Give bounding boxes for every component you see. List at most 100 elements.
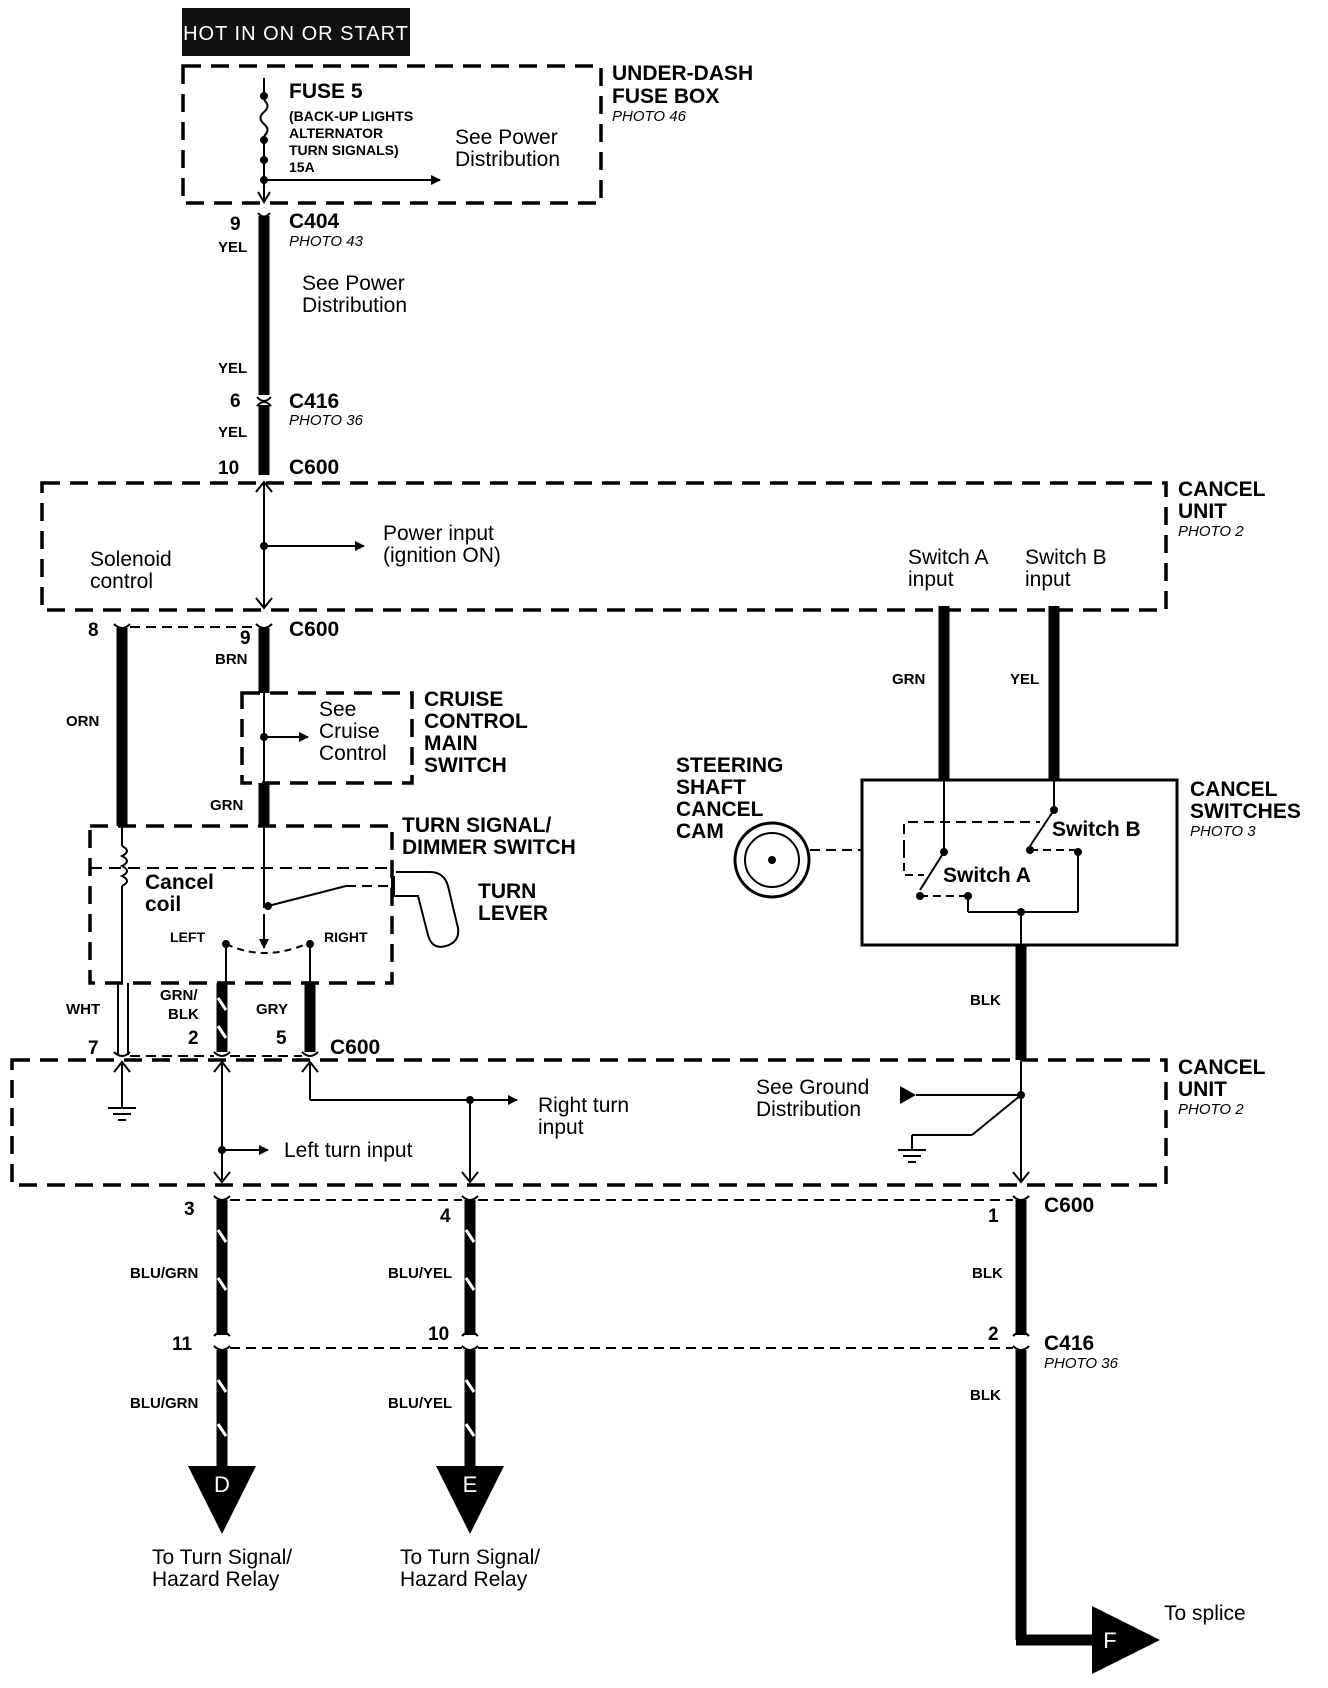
svg-text:TURN SIGNAL/: TURN SIGNAL/ <box>402 814 551 837</box>
svg-text:Switch A: Switch A <box>943 864 1031 887</box>
svg-text:MAIN: MAIN <box>424 732 478 755</box>
svg-text:See: See <box>319 698 356 721</box>
svg-text:C600: C600 <box>289 618 339 641</box>
svg-text:See Power: See Power <box>455 126 558 149</box>
svg-text:Power input: Power input <box>383 522 494 545</box>
blu-yel-wire: BLU/YEL BLU/YEL <box>388 1200 476 1472</box>
svg-text:Switch B: Switch B <box>1025 546 1107 569</box>
svg-text:STEERING: STEERING <box>676 754 783 777</box>
svg-text:BLK: BLK <box>972 1265 1003 1282</box>
turn-lever-icon: TURN LEVER <box>391 871 548 948</box>
svg-text:F: F <box>1103 1628 1116 1653</box>
svg-text:BLU/YEL: BLU/YEL <box>388 1395 452 1412</box>
blk-wire-label: BLK <box>970 992 1001 1009</box>
svg-text:ORN: ORN <box>66 713 99 730</box>
svg-text:Left turn input: Left turn input <box>284 1139 413 1162</box>
svg-text:D: D <box>214 1472 230 1497</box>
svg-text:Cruise: Cruise <box>319 720 380 743</box>
svg-text:CRUISE: CRUISE <box>424 688 503 711</box>
c416-lower-connector: 11 10 2 C416 PHOTO 36 <box>172 1324 1119 1372</box>
svg-text:Control: Control <box>319 742 387 765</box>
svg-text:YEL: YEL <box>1010 671 1039 688</box>
svg-text:(ignition ON): (ignition ON) <box>383 544 501 567</box>
svg-text:Distribution: Distribution <box>756 1098 861 1121</box>
svg-text:E: E <box>463 1472 478 1497</box>
svg-text:To splice: To splice <box>1164 1602 1246 1625</box>
svg-text:WHT: WHT <box>66 1001 100 1018</box>
grn-wire-label: GRN <box>210 797 243 814</box>
cancel-switches: GRN YEL Switch B Switch A CANCEL SWITCHE… <box>860 606 1301 947</box>
under-dash-fuse-box: UNDER-DASH FUSE BOX PHOTO 46 <box>181 62 753 205</box>
terminal-f-arrow: F To splice <box>1092 1602 1246 1674</box>
svg-text:UNIT: UNIT <box>1178 500 1227 523</box>
svg-text:1: 1 <box>988 1206 999 1227</box>
svg-text:PHOTO 46: PHOTO 46 <box>612 108 687 125</box>
svg-text:7: 7 <box>88 1038 99 1059</box>
bottom-connectors: 3 4 1 C600 <box>184 1194 1094 1227</box>
svg-text:GRY: GRY <box>256 1001 288 1018</box>
gry-wire: GRY <box>256 983 316 1052</box>
svg-text:SWITCHES: SWITCHES <box>1190 800 1301 823</box>
svg-text:input: input <box>1025 568 1071 591</box>
turn-signal-dimmer-switch: TURN SIGNAL/ DIMMER SWITCH Cancel coil L… <box>88 814 576 985</box>
c600-pins-7-2-5: 7 2 5 C600 <box>88 1028 380 1059</box>
hot-in-on-or-start-label: HOT IN ON OR START <box>182 8 410 56</box>
svg-text:See Ground: See Ground <box>756 1076 869 1099</box>
cruise-control-main-switch: See Cruise Control CRUISE CONTROL MAIN S… <box>240 688 528 785</box>
svg-text:Switch B: Switch B <box>1052 818 1141 841</box>
svg-text:9: 9 <box>240 628 251 649</box>
svg-text:BLK: BLK <box>168 1006 199 1023</box>
svg-text:YEL: YEL <box>218 360 247 377</box>
svg-text:PHOTO 36: PHOTO 36 <box>1044 1355 1119 1372</box>
svg-text:input: input <box>538 1116 584 1139</box>
svg-text:C600: C600 <box>330 1036 380 1059</box>
svg-text:control: control <box>90 570 153 593</box>
svg-text:2: 2 <box>988 1324 999 1345</box>
svg-text:LEVER: LEVER <box>478 902 548 925</box>
svg-text:Hazard Relay: Hazard Relay <box>400 1568 528 1591</box>
svg-text:Solenoid: Solenoid <box>90 548 172 571</box>
svg-text:YEL: YEL <box>218 239 247 256</box>
svg-text:(BACK-UP LIGHTS: (BACK-UP LIGHTS <box>289 108 413 124</box>
svg-text:BLK: BLK <box>970 1387 1001 1404</box>
svg-text:Hazard Relay: Hazard Relay <box>152 1568 280 1591</box>
svg-text:PHOTO 2: PHOTO 2 <box>1178 1101 1244 1118</box>
svg-text:BRN: BRN <box>215 651 248 668</box>
svg-text:HOT IN ON OR START: HOT IN ON OR START <box>183 23 409 45</box>
svg-text:SHAFT: SHAFT <box>676 776 746 799</box>
wht-wire: WHT <box>66 983 129 1055</box>
grn-blk-wire: GRN/ BLK <box>160 983 228 1052</box>
svg-text:BLU/GRN: BLU/GRN <box>130 1265 198 1282</box>
svg-text:TURN: TURN <box>478 880 536 903</box>
svg-text:C416: C416 <box>1044 1332 1094 1355</box>
svg-text:To Turn Signal/: To Turn Signal/ <box>152 1546 292 1569</box>
fuse-5: FUSE 5 (BACK-UP LIGHTS ALTERNATOR TURN S… <box>257 78 560 204</box>
svg-text:BLU/GRN: BLU/GRN <box>130 1395 198 1412</box>
svg-text:UNDER-DASH: UNDER-DASH <box>612 62 753 85</box>
yel-feed-wire: 9 YEL C404 PHOTO 43 See Power Distributi… <box>218 210 407 479</box>
svg-text:PHOTO 3: PHOTO 3 <box>1190 823 1256 840</box>
svg-text:See Power: See Power <box>302 272 405 295</box>
svg-text:15A: 15A <box>289 159 315 175</box>
svg-text:C600: C600 <box>1044 1194 1094 1217</box>
svg-text:PHOTO 2: PHOTO 2 <box>1178 523 1244 540</box>
svg-text:SWITCH: SWITCH <box>424 754 507 777</box>
svg-text:BLU/YEL: BLU/YEL <box>388 1265 452 1282</box>
svg-text:coil: coil <box>145 893 181 916</box>
svg-text:CAM: CAM <box>676 820 724 843</box>
svg-text:LEFT: LEFT <box>170 929 205 945</box>
svg-text:Switch A: Switch A <box>908 546 989 569</box>
svg-text:GRN/: GRN/ <box>160 987 198 1004</box>
svg-text:9: 9 <box>230 214 241 235</box>
c600-pins-8-9: 8 9 C600 BRN ORN <box>66 618 339 730</box>
svg-text:FUSE BOX: FUSE BOX <box>612 85 719 108</box>
steering-shaft-cancel-cam: STEERING SHAFT CANCEL CAM <box>676 754 900 899</box>
svg-text:CONTROL: CONTROL <box>424 710 528 733</box>
svg-text:6: 6 <box>230 391 241 412</box>
svg-text:FUSE 5: FUSE 5 <box>289 80 363 103</box>
svg-text:C404: C404 <box>289 210 340 233</box>
svg-text:PHOTO 43: PHOTO 43 <box>289 233 364 250</box>
svg-text:C600: C600 <box>289 456 339 479</box>
svg-text:UNIT: UNIT <box>1178 1078 1227 1101</box>
